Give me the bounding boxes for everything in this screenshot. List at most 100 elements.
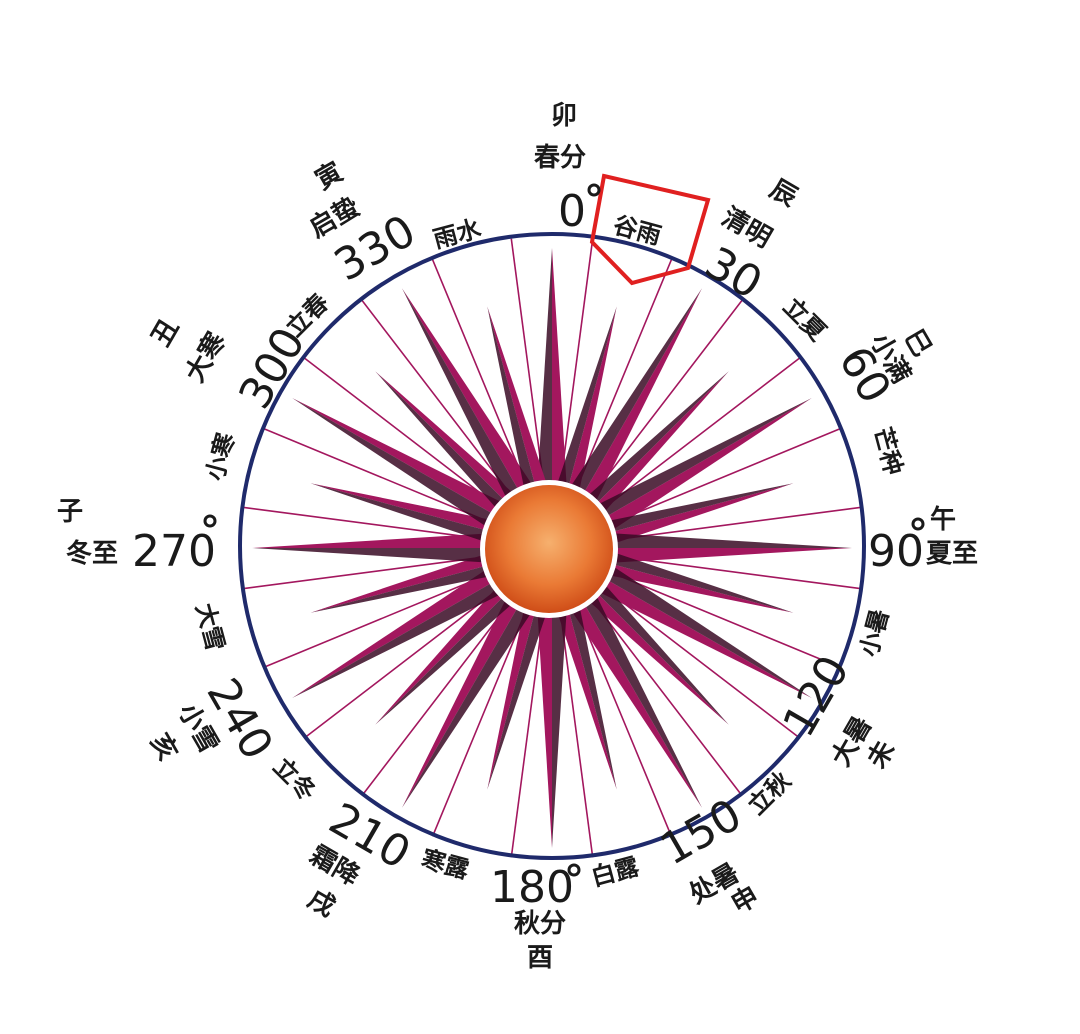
highlight-marker — [589, 173, 711, 286]
minor-term-165: 白露 — [588, 852, 643, 892]
sun — [485, 485, 613, 613]
branch-210: 戌 — [303, 884, 341, 923]
thin-spoke — [510, 615, 544, 858]
ecliptic-circle — [238, 232, 866, 860]
star-ray-shadow — [292, 568, 526, 698]
star-ray — [586, 398, 812, 542]
branch-330: 寅 — [310, 156, 348, 196]
star-ray-shadow — [310, 558, 517, 613]
star-ray — [549, 586, 617, 790]
minor-term-225: 立冬 — [268, 752, 322, 806]
thin-spoke — [619, 506, 862, 540]
thin-spoke — [614, 427, 841, 523]
star-ray — [562, 306, 617, 513]
star-ray-shadow — [562, 583, 617, 790]
minor-term-285: 小寒 — [201, 430, 240, 484]
star-ray — [558, 582, 702, 808]
star-ray-shadow — [552, 588, 568, 848]
star-ray-shadow — [487, 586, 555, 790]
thin-spokes — [242, 238, 862, 858]
thin-spoke — [510, 238, 544, 481]
minor-term-135: 立秋 — [742, 766, 796, 820]
star-ray — [310, 545, 514, 613]
minor-term-195: 寒露 — [418, 845, 473, 885]
star-ray — [375, 567, 524, 725]
thin-spoke — [431, 610, 527, 837]
thin-spoke — [361, 601, 512, 796]
thin-spoke — [605, 588, 800, 739]
degree-sign-left — [203, 514, 217, 528]
degree-bottom: 180 — [490, 862, 574, 913]
star-ray — [292, 554, 518, 698]
thin-spoke — [304, 357, 499, 508]
thin-spoke — [592, 300, 743, 495]
star-ray-shadow — [402, 582, 546, 808]
degree-left: 270 — [132, 526, 216, 577]
star-ray-shadow — [592, 532, 852, 548]
branch-300: 丑 — [146, 314, 185, 352]
star-ray — [375, 371, 533, 520]
thin-spoke — [577, 259, 673, 486]
star-ray-shadow — [536, 248, 552, 508]
star-ray — [578, 568, 812, 698]
branch-right: 午 — [930, 504, 956, 535]
degree-sign-top — [587, 183, 601, 197]
thin-spoke — [242, 556, 485, 590]
star-ray — [487, 306, 555, 510]
thin-spoke — [263, 573, 490, 669]
thin-spoke — [592, 601, 743, 796]
degree-sign-right — [911, 517, 925, 531]
minor-term-105: 小暑 — [855, 606, 894, 660]
star-ray — [552, 248, 568, 508]
thin-spoke — [614, 573, 841, 669]
branch-top: 卯 — [551, 101, 577, 131]
star-ray — [402, 574, 532, 808]
term-right: 夏至 — [926, 539, 978, 569]
star-ray-shadow — [558, 288, 702, 514]
star-ray-shadow — [252, 548, 512, 564]
star-ray — [487, 583, 542, 790]
star-ray-shadow — [580, 567, 729, 725]
star-ray-shadow — [572, 574, 702, 808]
star-ray-shadow — [402, 288, 532, 522]
star-ray-shadow — [375, 576, 533, 725]
star-ray — [402, 288, 546, 514]
degree-150: 150 — [652, 789, 750, 875]
minor-term-255: 大雪 — [190, 600, 229, 654]
star-rays — [252, 248, 852, 848]
star-ray — [592, 548, 852, 564]
thin-spoke — [560, 238, 594, 481]
minor-term-345: 雨水 — [430, 214, 485, 254]
thin-spoke — [304, 588, 499, 739]
minor-term-15: 谷雨 — [610, 211, 664, 250]
branch-240: 亥 — [144, 728, 184, 766]
thin-spoke — [361, 300, 512, 495]
star-ray — [571, 576, 729, 725]
thin-spoke — [560, 615, 594, 858]
thin-spoke — [431, 259, 527, 486]
star-ray — [590, 483, 794, 551]
thin-spoke — [605, 357, 800, 508]
star-ray-shadow — [487, 306, 542, 513]
minor-term-75: 芒种 — [868, 424, 907, 478]
star-ray-shadow — [375, 371, 524, 529]
star-ray-shadow — [549, 306, 617, 510]
term-bottom: 秋分 — [514, 909, 566, 939]
star-ray-shadow — [590, 545, 794, 613]
degree-right: 90 — [868, 526, 924, 577]
degree-sign-bottom — [567, 863, 581, 877]
star-ray-shadow — [310, 483, 514, 551]
term-300: 大寒 — [179, 327, 232, 388]
branch-left: 子 — [57, 497, 83, 527]
term-top: 春分 — [534, 143, 586, 173]
star-ray — [536, 588, 552, 848]
thin-spoke — [619, 556, 862, 590]
term-left: 冬至 — [66, 539, 118, 569]
star-ray-shadow — [571, 371, 729, 520]
star-ray-shadow — [586, 554, 812, 698]
star-ray-shadow — [578, 398, 812, 528]
thin-spoke — [242, 506, 485, 540]
thin-spoke — [263, 427, 490, 523]
star-ray — [572, 288, 702, 522]
branch-bottom: 酉 — [527, 943, 553, 973]
